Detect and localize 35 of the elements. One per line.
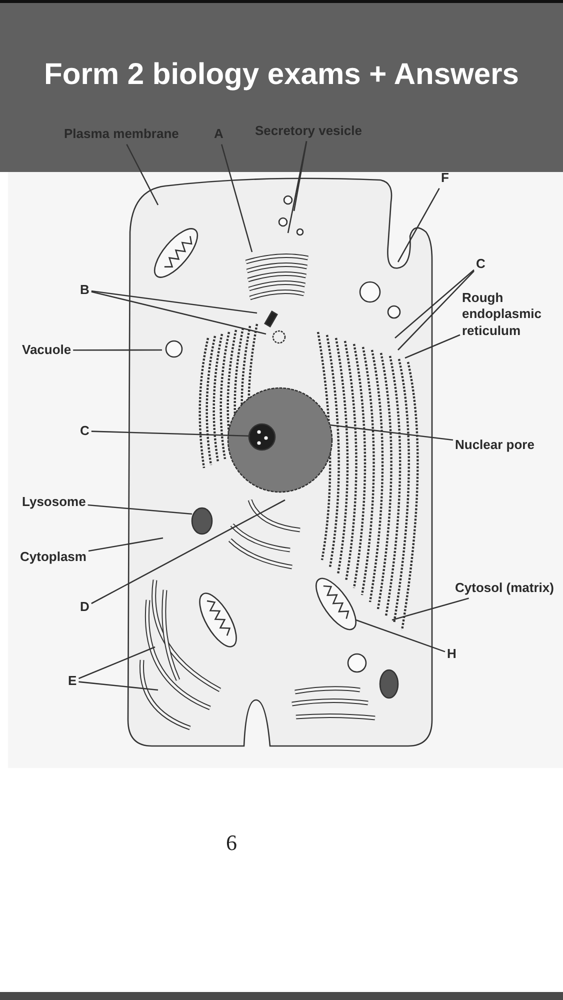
leader-line <box>91 290 258 314</box>
leader-line <box>78 681 158 691</box>
leader-line <box>78 646 156 680</box>
part-label: C <box>476 256 486 272</box>
part-label: Cytosol (matrix) <box>455 580 554 596</box>
leader-line <box>287 141 308 234</box>
leader-line <box>220 144 253 252</box>
part-label: Nuclear pore <box>455 437 534 454</box>
leader-line <box>330 424 454 441</box>
page-number: 6 <box>226 830 237 856</box>
part-label: Lysosome <box>22 494 86 510</box>
title: Form 2 biology exams + Answers <box>43 58 520 92</box>
leader-line <box>126 144 159 206</box>
part-label: Rough endoplasmic reticulum <box>462 290 556 339</box>
leader-line <box>293 141 308 212</box>
part-label: C <box>80 423 90 440</box>
part-label: F <box>441 170 449 186</box>
leader-line <box>88 504 192 515</box>
part-label: E <box>68 673 77 690</box>
part-label: Cytoplasm <box>20 549 86 566</box>
leader-line <box>394 269 474 338</box>
part-label: H <box>447 646 456 662</box>
leader-line <box>397 188 440 262</box>
part-label: B <box>80 282 90 298</box>
leader-line <box>356 619 446 652</box>
leader-line <box>398 270 474 350</box>
part-label: Vacuole <box>22 342 72 358</box>
leader-line <box>91 291 266 335</box>
leader-line <box>91 430 250 437</box>
leader-line <box>392 598 469 621</box>
leader-line <box>404 334 460 359</box>
leader-line <box>73 349 162 351</box>
leader-line <box>88 537 164 552</box>
leader-line <box>91 499 286 604</box>
part-label: D <box>80 599 90 616</box>
